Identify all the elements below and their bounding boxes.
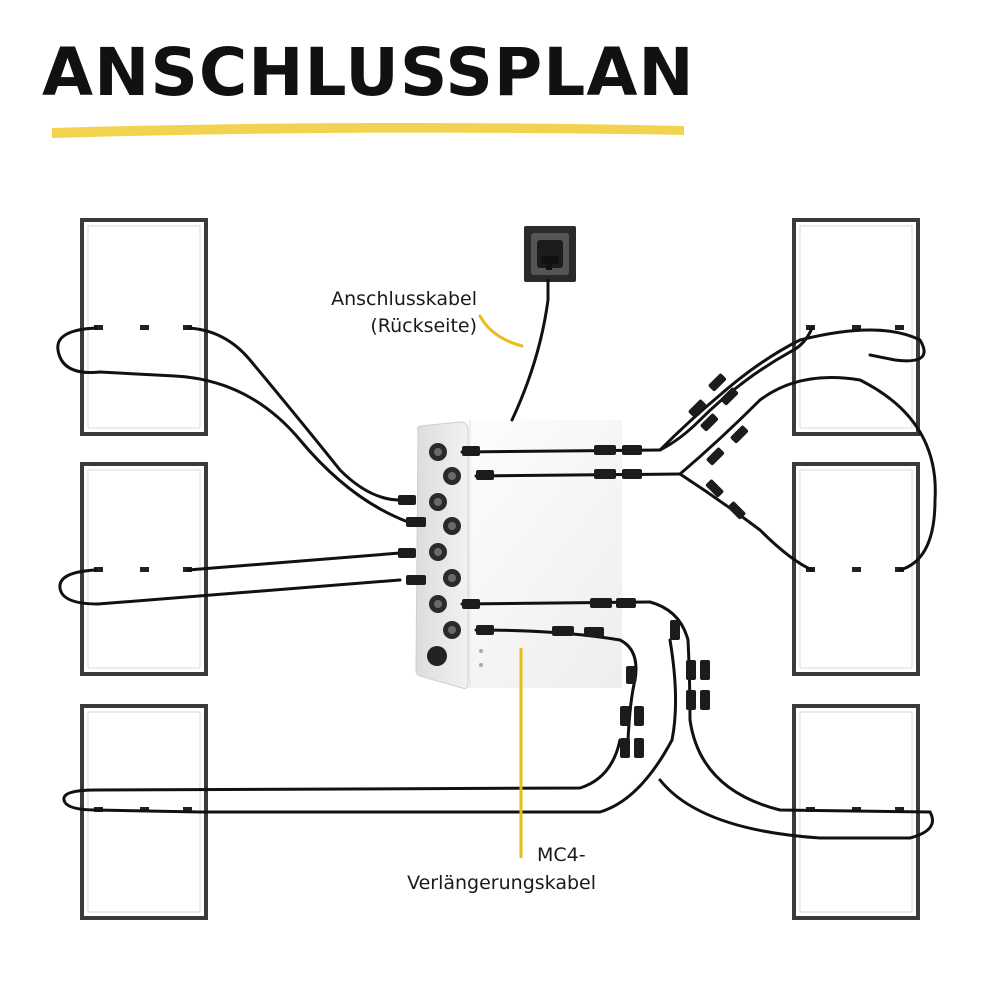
schuko-socket-icon xyxy=(524,226,576,282)
extension-cable-label-line2: Verlängerungskabel xyxy=(407,872,596,894)
connection-cable-label-line1: Anschlusskabel xyxy=(331,288,477,310)
connection-cable-label: Anschlusskabel (Rückseite) xyxy=(331,286,477,339)
inverter-ac-port xyxy=(427,646,447,666)
mc4-connectors xyxy=(398,373,749,758)
inverter-status-leds xyxy=(479,649,483,667)
inverter-input-ports xyxy=(429,443,461,639)
cables xyxy=(56,278,937,840)
microinverter xyxy=(415,420,622,689)
title-underline xyxy=(52,122,684,138)
page-title: ANSCHLUSSPLAN xyxy=(42,34,695,111)
connection-cable-leader xyxy=(478,314,524,348)
extension-cable-label-line1: MC4- xyxy=(537,844,586,866)
connection-cable-label-line2: (Rückseite) xyxy=(370,314,477,337)
